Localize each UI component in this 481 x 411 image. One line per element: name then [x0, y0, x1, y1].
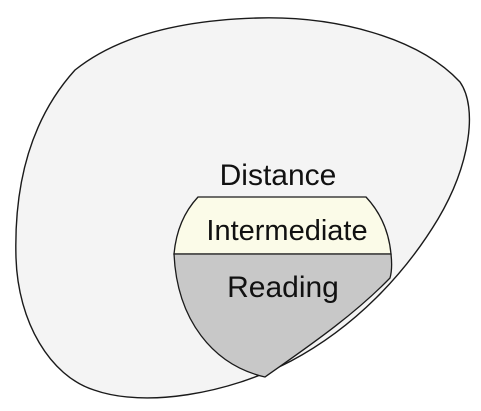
distance-label: Distance	[220, 159, 337, 192]
intermediate-label: Intermediate	[206, 215, 367, 247]
reading-label: Reading	[227, 271, 339, 304]
reading-zone	[173, 253, 393, 378]
